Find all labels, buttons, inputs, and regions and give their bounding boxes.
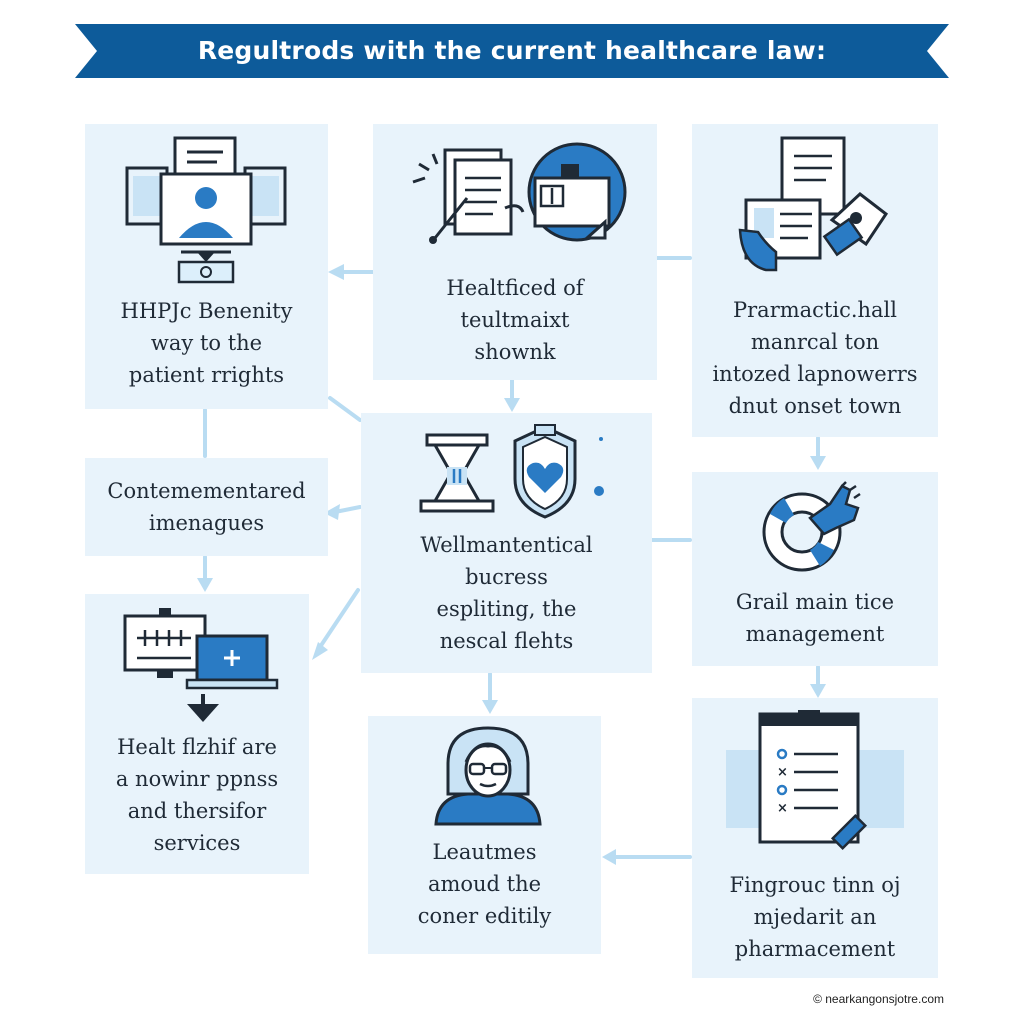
card-patient-features: Leautmes amoud the coner editily [368, 716, 601, 954]
records-and-hand-icon [736, 134, 896, 288]
card-line: Grail main tice [735, 590, 895, 614]
card-health-services: Healt flzhif are a nowinr ppnss and ther… [85, 594, 309, 874]
card-line: amoud the [427, 872, 542, 896]
card-text: Wellmantentical bucress espliting, the n… [361, 529, 652, 657]
card-line: Fingrouc tinn oj [729, 873, 901, 897]
title-banner: Regultrods with the current healthcare l… [75, 24, 949, 78]
card-text: Healt flzhif are a nowinr ppnss and ther… [85, 731, 309, 859]
card-line: manrcal ton [750, 330, 880, 354]
card-contemplated-messages: Contemementared imenagues [85, 458, 328, 556]
card-line: bucress [465, 565, 548, 589]
computer-devices-icon [121, 604, 281, 728]
card-line: dnut onset town [728, 394, 902, 418]
card-wellness-business: Wellmantentical bucress espliting, the n… [361, 413, 652, 673]
card-line: services [153, 831, 241, 855]
card-line: Healtficed of [446, 276, 584, 300]
card-line: espliting, the [436, 597, 577, 621]
footer-credit: © nearkangonsjotre.com [813, 992, 944, 1006]
card-line: Healt flzhif are [117, 735, 277, 759]
card-line: patient rrights [128, 363, 285, 387]
card-text: Contemementared imenagues [85, 475, 328, 539]
card-line: Prarmactic.hall [733, 298, 897, 322]
card-healthcare-documents: Healtficed of teultmaixt shownk [373, 124, 657, 380]
card-maintenance-management: Grail main tice management [692, 472, 938, 666]
lifebuoy-hand-icon [750, 478, 880, 582]
card-line: management [745, 622, 885, 646]
card-line: and thersifor [127, 799, 267, 823]
card-text: Prarmactic.hall manrcal ton intozed lapn… [692, 294, 938, 422]
page-title: Regultrods with the current healthcare l… [197, 36, 827, 65]
card-pharmacy-rules: Prarmactic.hall manrcal ton intozed lapn… [692, 124, 938, 437]
card-pharmacy-management: × × Fingrouc tinn oj mjedarit an pharmac… [692, 698, 938, 978]
card-text: Fingrouc tinn oj mjedarit an pharmacemen… [692, 869, 938, 965]
card-line: HHPJc Benenity [120, 299, 293, 323]
patient-avatar-icon [428, 724, 548, 832]
scale-and-heart-shield-icon [417, 417, 617, 531]
checklist-clipboard-icon: × × [726, 708, 906, 862]
card-line: pharmacement [734, 937, 896, 961]
documents-and-doctor-badge-icon [409, 138, 629, 262]
ribbon-shape [75, 24, 949, 78]
card-line: a nowinr ppnss [115, 767, 279, 791]
video-call-monitors-icon [121, 134, 291, 288]
card-text: HHPJc Benenity way to the patient rright… [85, 295, 328, 391]
card-line: Leautmes [432, 840, 537, 864]
card-line: Contemementared [107, 479, 306, 503]
card-text: Healtficed of teultmaixt shownk [373, 272, 657, 368]
card-line: mjedarit an [753, 905, 877, 929]
card-text: Grail main tice management [692, 586, 938, 650]
card-text: Leautmes amoud the coner editily [368, 836, 601, 932]
card-line: way to the [150, 331, 263, 355]
card-line: coner editily [417, 904, 552, 928]
card-line: intozed lapnowerrs [712, 362, 918, 386]
svg-text:×: × [777, 801, 788, 816]
card-line: Wellmantentical [420, 533, 593, 557]
svg-text:×: × [777, 765, 788, 780]
card-line: imenagues [148, 511, 265, 535]
card-line: shownk [474, 340, 556, 364]
card-patient-rights: HHPJc Benenity way to the patient rright… [85, 124, 328, 409]
card-line: teultmaixt [460, 308, 570, 332]
card-line: nescal flehts [439, 629, 574, 653]
